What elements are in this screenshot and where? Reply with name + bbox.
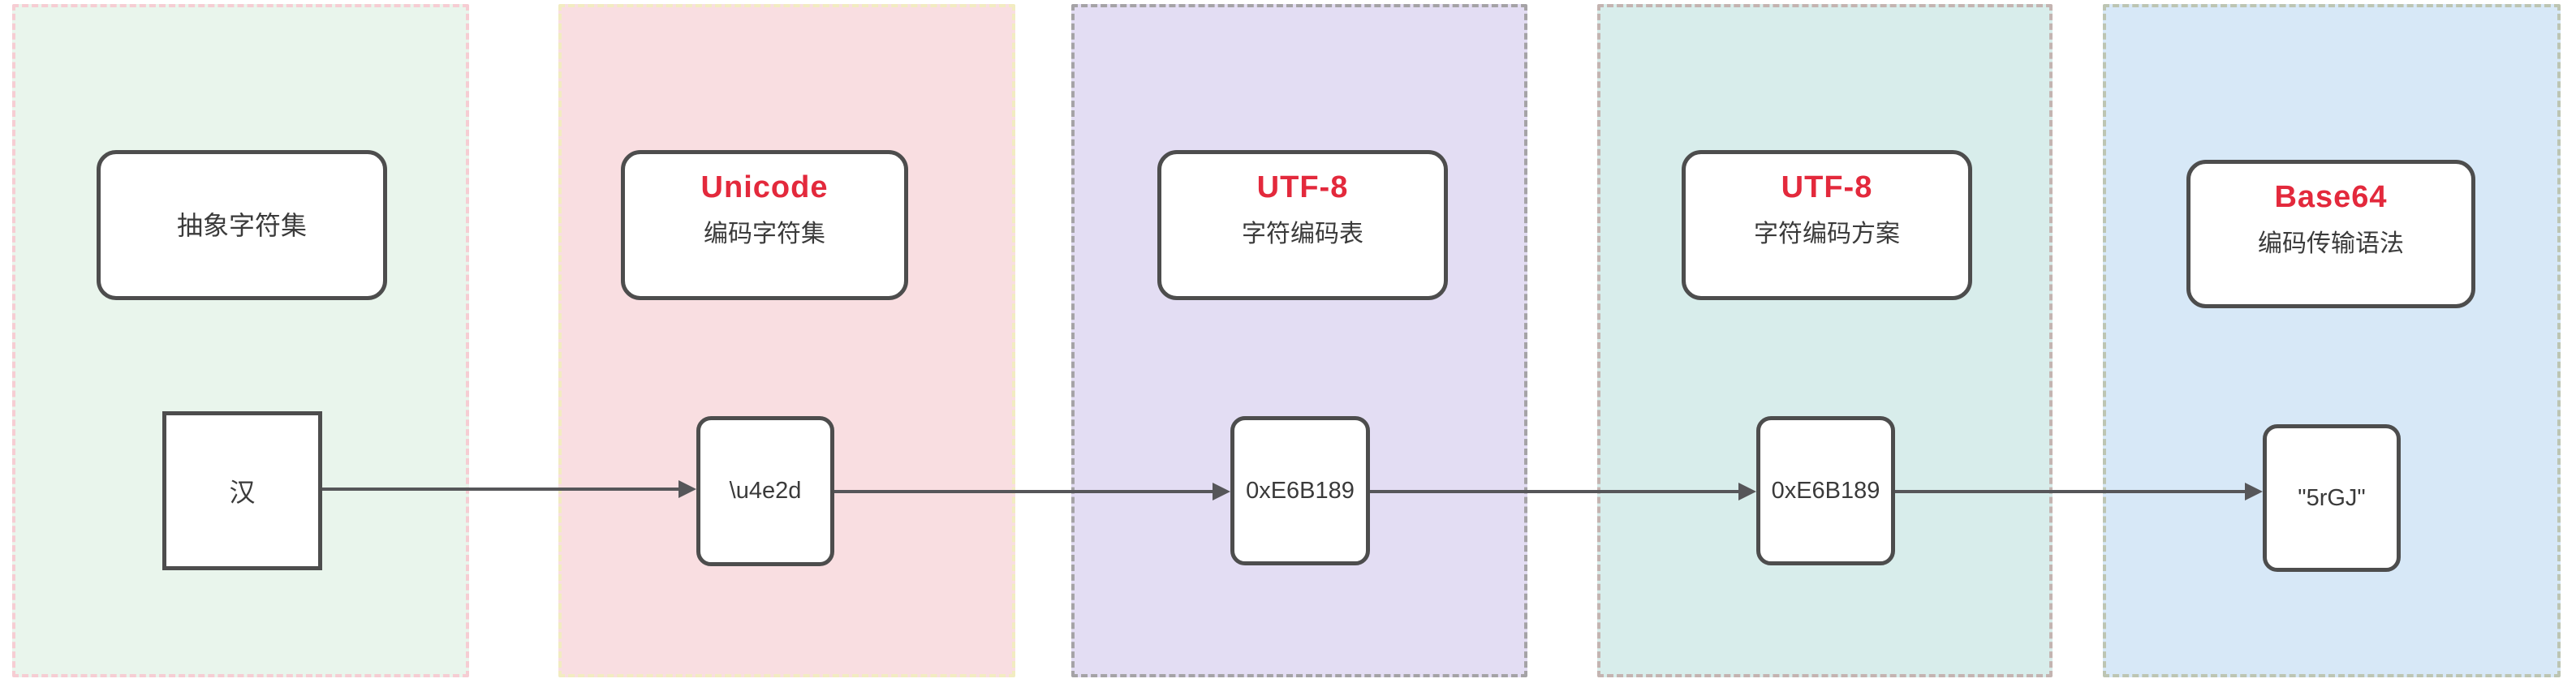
panel-abstract-charset <box>12 4 469 677</box>
panel-utf8-scheme <box>1597 4 2053 677</box>
concept-title: UTF-8 <box>1781 170 1873 204</box>
value-box-utf8-bytes-scheme: 0xE6B189 <box>1756 416 1895 565</box>
concept-label: 编码字符集 <box>704 221 825 247</box>
flow-arrow-head-1 <box>678 480 696 498</box>
flow-arrow-line-3 <box>1370 490 1738 493</box>
flow-arrow-head-3 <box>1738 483 1756 500</box>
flow-arrow-line-1 <box>322 488 680 491</box>
concept-box-utf8-scheme: UTF-8 字符编码方案 <box>1682 150 1972 300</box>
flow-arrow-head-2 <box>1213 483 1230 500</box>
flow-arrow-line-4 <box>1895 490 2245 493</box>
concept-title: Unicode <box>700 170 829 204</box>
flow-arrow-line-2 <box>834 490 1213 493</box>
value-box-han-character: 汉 <box>162 411 322 570</box>
concept-box-utf8-table: UTF-8 字符编码表 <box>1157 150 1448 300</box>
panel-base64 <box>2103 4 2561 677</box>
flow-arrow-head-4 <box>2245 483 2263 500</box>
concept-label: 字符编码方案 <box>1754 221 1900 247</box>
concept-label: 编码传输语法 <box>2258 230 2404 257</box>
concept-label: 字符编码表 <box>1242 221 1363 247</box>
concept-box-unicode: Unicode 编码字符集 <box>621 150 908 300</box>
value-box-utf8-bytes-table: 0xE6B189 <box>1230 416 1370 565</box>
concept-box-base64: Base64 编码传输语法 <box>2186 160 2475 308</box>
concept-title: UTF-8 <box>1256 170 1349 204</box>
concept-box-abstract-charset: 抽象字符集 <box>97 150 387 300</box>
concept-title: Base64 <box>2274 180 2388 214</box>
value-box-unicode-codepoint: \u4e2d <box>696 416 834 566</box>
panel-unicode <box>558 4 1015 677</box>
value-box-base64-string: "5rGJ" <box>2263 424 2401 572</box>
concept-label: 抽象字符集 <box>176 210 307 240</box>
panel-utf8-table <box>1071 4 1527 677</box>
